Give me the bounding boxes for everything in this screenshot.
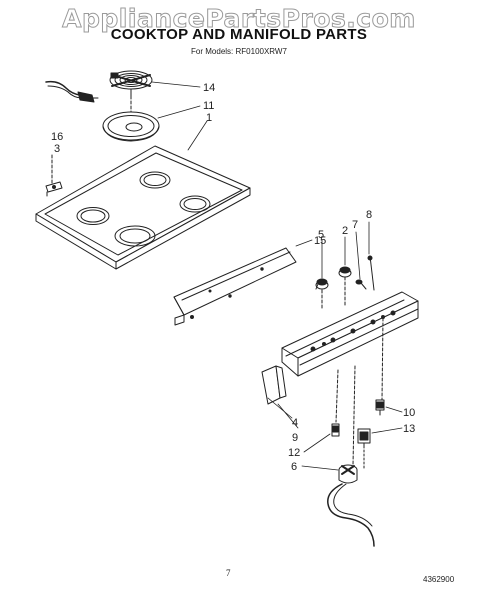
callout-12: 12 <box>288 447 300 459</box>
callout-13: 13 <box>403 423 415 435</box>
burner-opening-front-right <box>114 225 156 247</box>
manifold-left-bracket <box>261 365 287 405</box>
assembly-guide-lines <box>51 95 384 466</box>
callout-9: 9 <box>292 432 298 444</box>
drip-bowl <box>102 111 160 142</box>
gas-valve <box>357 428 371 449</box>
models-subtitle: For Models: RF0100XRW7 <box>191 47 287 56</box>
callout-10: 10 <box>403 407 415 419</box>
callout-11: 11 <box>203 100 214 112</box>
callout-1: 1 <box>206 112 212 124</box>
screw <box>355 279 367 290</box>
callout-5: 5 <box>318 229 324 241</box>
page-title: COOKTOP AND MANIFOLD PARTS <box>110 26 368 43</box>
probe <box>367 255 375 291</box>
wire-terminal <box>45 80 99 103</box>
orifice-hood <box>375 399 385 416</box>
surface-element <box>109 70 153 97</box>
burner-opening-rear-right <box>179 195 211 213</box>
burner-opening-front-left <box>76 207 110 225</box>
callout-8: 8 <box>366 209 372 221</box>
gas-regulator <box>327 447 375 547</box>
valve-knob-left <box>315 278 329 290</box>
callout-labels: 14 11 1 16 3 15 2 7 8 5 4 9 12 6 10 13 <box>51 82 415 473</box>
document-number: 4362900 <box>423 575 455 584</box>
callout-3: 3 <box>54 143 60 155</box>
cooktop-panel <box>35 145 251 270</box>
gas-manifold <box>281 291 419 377</box>
rear-brace-panel <box>173 247 297 326</box>
tube-fitting <box>331 423 340 437</box>
valve-knob-right <box>338 266 352 278</box>
cooktop-bracket <box>45 181 63 197</box>
burner-openings <box>76 171 211 247</box>
callout-leader-lines <box>151 81 403 471</box>
callout-7: 7 <box>352 219 358 231</box>
watermark: AppliancePartsPros.com <box>62 4 416 34</box>
page-number: 7 <box>226 568 231 578</box>
callout-4: 4 <box>292 417 298 429</box>
burner-opening-rear-left <box>139 171 171 189</box>
callout-15: 15 <box>314 235 326 247</box>
callout-14: 14 <box>203 82 215 94</box>
callout-16: 16 <box>51 131 63 143</box>
callout-2: 2 <box>342 225 348 237</box>
callout-6: 6 <box>291 461 297 473</box>
